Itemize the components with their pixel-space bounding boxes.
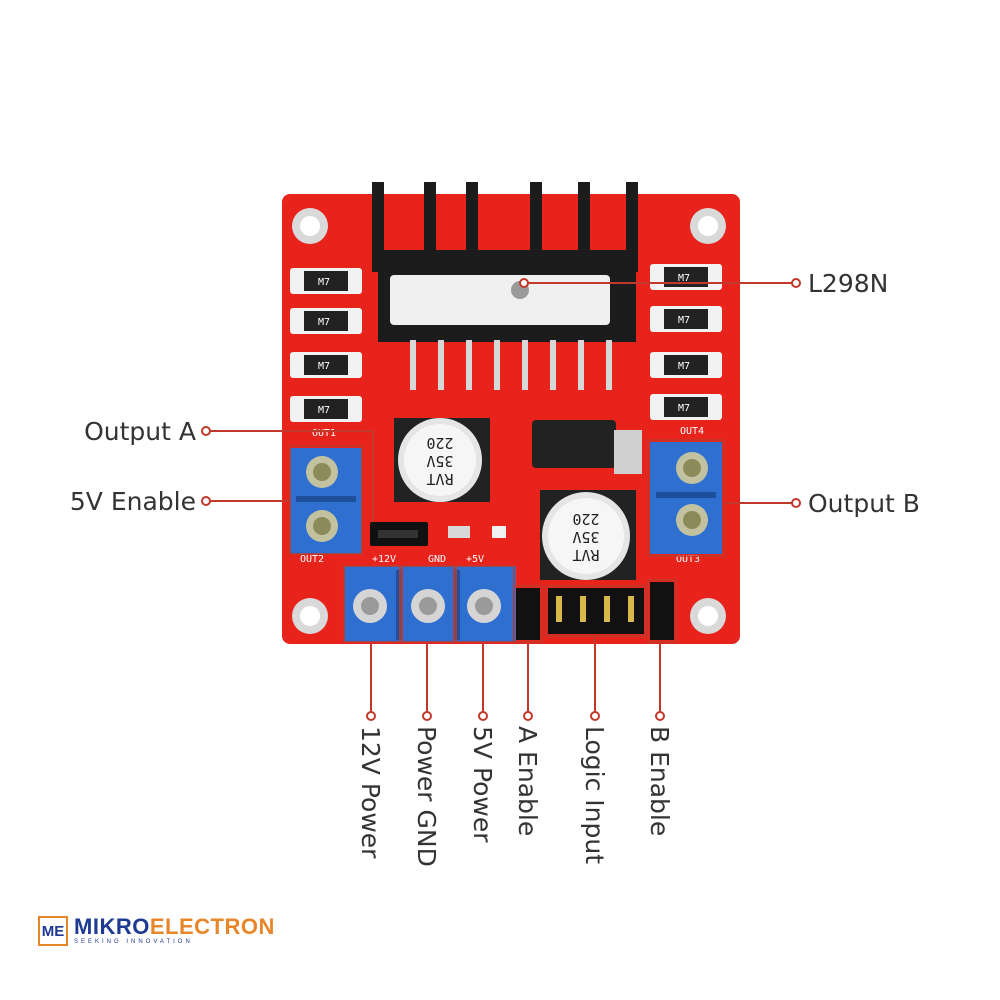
diode-mark: M7 [318, 405, 330, 416]
brand-name-part2: ELECTRON [149, 914, 275, 939]
header-a-enable [516, 588, 540, 640]
brand-logo-icon: ME [38, 916, 68, 946]
cap1-value: 220 [426, 434, 453, 452]
label-logic-input: Logic Input [580, 726, 609, 864]
leader-dots [201, 278, 801, 721]
diode-mark: M7 [678, 403, 690, 414]
label-b-enable: B Enable [645, 726, 674, 836]
leader-lines [206, 282, 796, 716]
label-power-gnd: Power GND [412, 726, 441, 867]
brand-tagline: SEEKING INNOVATION [74, 939, 193, 945]
silk-out2: OUT2 [300, 554, 324, 565]
capacitor-1 [394, 418, 490, 502]
cap1-voltage: 35V [426, 452, 453, 470]
diode-mark: M7 [678, 361, 690, 372]
mounting-holes [292, 208, 726, 634]
silk-out4: OUT4 [680, 426, 704, 437]
cap1-brand: RVT [426, 470, 453, 488]
cap2-voltage: 35V [572, 528, 599, 546]
label-l298n: L298N [808, 269, 888, 298]
diode-mark: M7 [318, 277, 330, 288]
label-5v-power: 5V Power [468, 726, 497, 843]
terminal-output-b [650, 442, 722, 554]
brand-name-part1: MIKRO [74, 914, 150, 939]
voltage-regulator [532, 420, 642, 474]
brand-logo: ME MIKROELECTRON SEEKING INNOVATION [38, 912, 275, 950]
jumper-5v-enable [370, 522, 428, 546]
silk-12v: +12V [372, 554, 396, 565]
brand-name: MIKROELECTRON [74, 916, 275, 938]
silk-gnd: GND [428, 554, 446, 565]
label-12v-power: 12V Power [356, 726, 385, 859]
terminal-output-a [290, 448, 362, 554]
heatsink [372, 182, 638, 342]
label-5v-enable: 5V Enable [70, 487, 196, 516]
silk-out3: OUT3 [676, 554, 700, 565]
cap2-brand: RVT [572, 546, 599, 564]
diode-mark: M7 [318, 317, 330, 328]
header-logic-input [548, 588, 644, 634]
cap2-value: 220 [572, 510, 599, 528]
silk-5v: +5V [466, 554, 484, 565]
header-b-enable [650, 582, 674, 640]
diode-mark: M7 [318, 361, 330, 372]
diode-mark: M7 [678, 315, 690, 326]
silk-out1: OUT1 [312, 428, 336, 439]
label-output-a: Output A [84, 417, 196, 446]
ic-pins [410, 340, 612, 390]
diode-mark: M7 [678, 273, 690, 284]
smd-resistor [448, 526, 470, 538]
capacitor-2 [540, 490, 636, 580]
label-a-enable: A Enable [513, 726, 542, 836]
diodes-left [290, 268, 362, 422]
smd-led [492, 526, 506, 538]
terminal-power [344, 566, 516, 642]
label-output-b: Output B [808, 489, 920, 518]
